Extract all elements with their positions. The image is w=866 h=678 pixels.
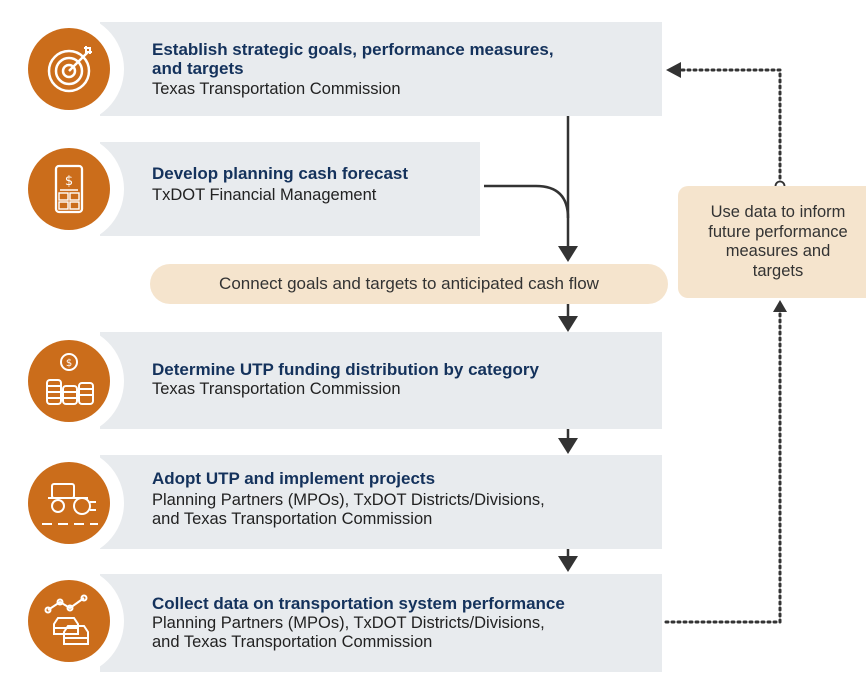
step-4-title: Adopt UTP and implement projects (152, 469, 436, 488)
traffic-data-icon (44, 594, 89, 645)
feedback-note: Use data to inform future performance me… (678, 186, 866, 298)
step-3-owner: Texas Transportation Commission (152, 380, 401, 398)
svg-text:$: $ (65, 174, 73, 189)
step-2-icon-badge: $ (14, 134, 124, 244)
step-box-4: Adopt UTP and implement projects Plannin… (100, 455, 662, 549)
step-2-title: Develop planning cash forecast (152, 164, 409, 183)
target-icon (47, 46, 92, 93)
arrow-head-step4 (558, 438, 578, 454)
step-3-title: Determine UTP funding distribution by ca… (152, 360, 539, 379)
arrow-step2-merge (484, 184, 570, 219)
arrow-head-step5 (558, 556, 578, 572)
step-1-icon-badge (14, 14, 124, 124)
step-box-1: Establish strategic goals, performance m… (100, 22, 662, 116)
arrow-head-feedback-step1 (666, 62, 681, 78)
tractor-icon (42, 483, 98, 525)
step-3-icon-badge: $ (14, 326, 124, 436)
step-1-title: Establish strategic goals, performance m… (152, 40, 554, 78)
feedback-line-top (678, 68, 782, 186)
step-1-owner: Texas Transportation Commission (152, 80, 401, 98)
feedback-note-text: Use data to inform future performance me… (708, 203, 848, 280)
step-4-owner: Planning Partners (MPOs), TxDOT District… (152, 491, 545, 528)
connect-goals-label: Connect goals and targets to anticipated… (219, 274, 599, 293)
step-5-icon-badge (14, 566, 124, 676)
step-box-5: Collect data on transportation system pe… (100, 574, 662, 672)
arrow-head-step3 (558, 316, 578, 332)
connect-goals-step: Connect goals and targets to anticipated… (150, 264, 668, 304)
step-5-title: Collect data on transportation system pe… (152, 594, 565, 613)
step-4-icon-badge (14, 448, 124, 558)
coins-icon: $ (46, 353, 94, 405)
step-box-3: Determine UTP funding distribution by ca… (100, 332, 662, 429)
calculator-icon: $ (54, 164, 84, 214)
svg-text:$: $ (66, 358, 72, 369)
feedback-line-bottom (664, 308, 782, 624)
step-5-owner: Planning Partners (MPOs), TxDOT District… (152, 614, 545, 651)
arrow-head-feedback-up (773, 300, 787, 312)
step-2-owner: TxDOT Financial Management (152, 186, 377, 204)
arrow-head-connect (558, 246, 578, 262)
step-box-2: Develop planning cash forecast TxDOT Fin… (100, 142, 480, 236)
